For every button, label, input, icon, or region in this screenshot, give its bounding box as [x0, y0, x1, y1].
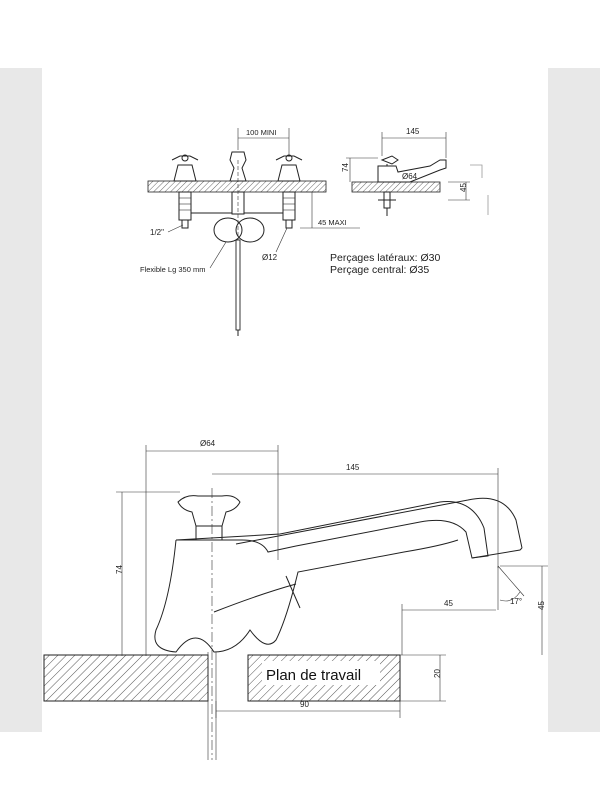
main-side-view: Plan de travail Ø64 145 74 45 — [43, 439, 548, 760]
dim-145: 145 — [346, 463, 360, 472]
label-hose: Flexible Lg 350 mm — [140, 265, 205, 274]
handle — [177, 495, 241, 527]
dim-45-horizontal: 45 — [444, 599, 453, 608]
drawing-sheet — [42, 68, 548, 732]
counter-label: Plan de travail — [266, 667, 361, 684]
dim-dia64-small: Ø64 — [402, 172, 418, 181]
dim-74: 74 — [115, 565, 124, 574]
note-side-holes: Perçages latéraux: Ø30 — [330, 252, 440, 264]
label-thread: 1/2" — [150, 228, 164, 237]
flexible-hose — [213, 217, 265, 336]
dim-dia64: Ø64 — [200, 439, 216, 448]
dim-100-mini: 100 MINI — [246, 128, 276, 137]
dim-45-vertical: 45 — [537, 601, 546, 610]
three-hole-mixer-view: 100 MINI 45 MAXI 1/2" Flexible Lg 350 mm… — [140, 128, 360, 336]
dim-74-small: 74 — [341, 163, 350, 172]
center-spout — [229, 151, 247, 240]
dim-angle: 17° — [510, 597, 522, 606]
counter-left-block — [43, 654, 209, 702]
label-pipe-diameter: Ø12 — [262, 253, 278, 262]
side-view-small: 145 74 Ø64 45 — [341, 127, 489, 216]
note-center-hole: Perçage central: Ø35 — [330, 264, 429, 276]
dim-90: 90 — [300, 700, 309, 709]
tap-body — [175, 501, 489, 559]
right-valve — [275, 154, 303, 229]
counter-slab-small — [147, 180, 327, 193]
dim-20: 20 — [433, 669, 442, 678]
left-valve — [171, 154, 199, 229]
dim-45-small: 45 — [459, 183, 468, 192]
dim-45-maxi: 45 MAXI — [318, 218, 347, 227]
dim-145-small: 145 — [406, 127, 420, 136]
